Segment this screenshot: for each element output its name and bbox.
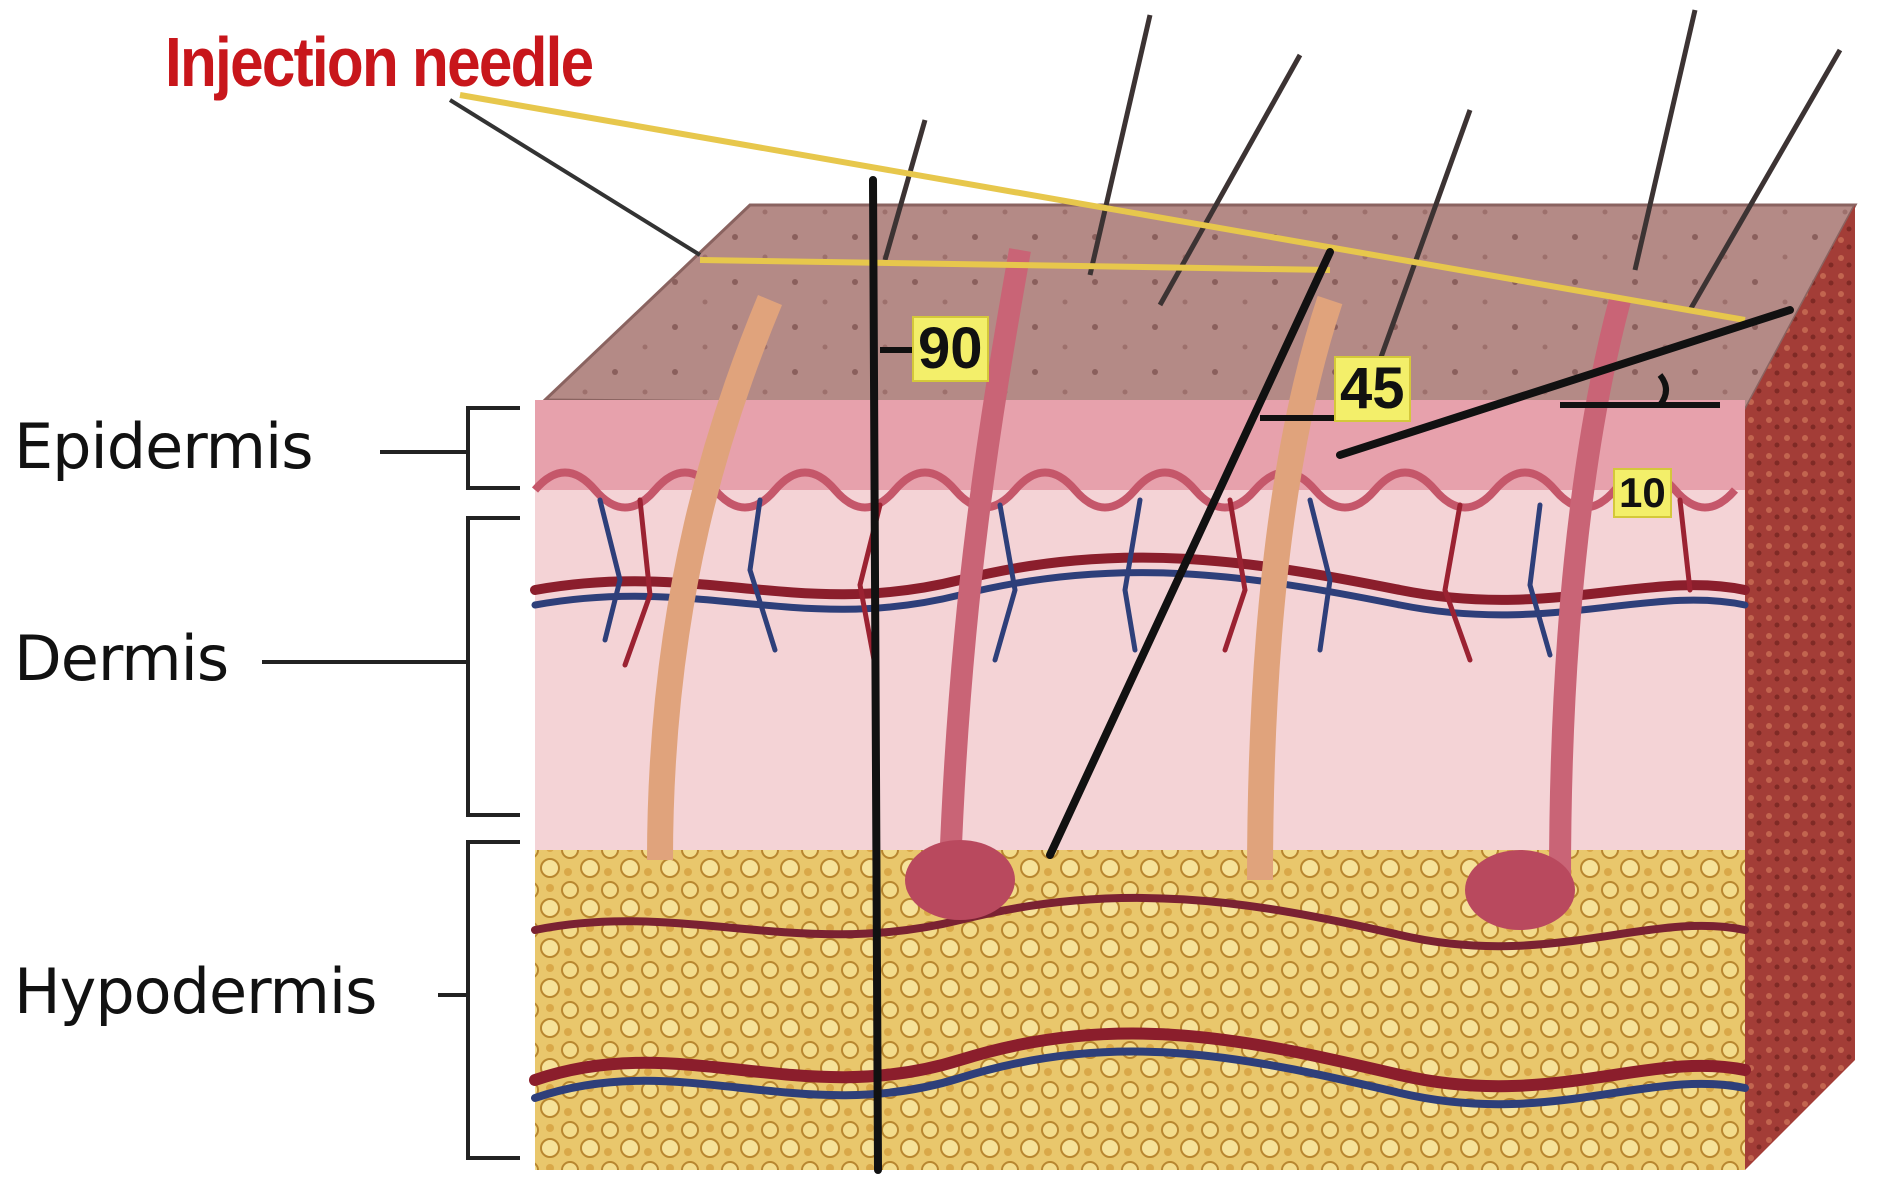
layer-brackets	[262, 406, 520, 1160]
angle-label-90: 90	[912, 316, 989, 382]
hairs	[882, 9, 1843, 361]
epidermis-ridges	[531, 468, 1739, 512]
epidermis-bracket	[466, 406, 520, 490]
layer-label-hypodermis: Hypodermis	[14, 955, 377, 1028]
needle-45-degree	[1046, 248, 1334, 859]
layer-label-dermis: Dermis	[14, 622, 229, 695]
layer-label-epidermis: Epidermis	[14, 410, 314, 483]
title-leader-line	[448, 98, 702, 257]
angle-label-45: 45	[1334, 356, 1411, 422]
angle-label-10: 10	[1613, 468, 1672, 518]
dermis-bracket	[466, 516, 520, 817]
needles	[869, 176, 1794, 1174]
hypodermis-bracket	[466, 840, 520, 1160]
needle-tracks	[459, 92, 1746, 323]
blood-vessels	[529, 497, 1751, 1109]
injection-needle-title: Injection needle	[165, 23, 594, 101]
needle-10-degree	[1336, 306, 1794, 459]
needle-90-degree	[869, 176, 882, 1174]
skin-block-side-face	[1745, 205, 1855, 1170]
